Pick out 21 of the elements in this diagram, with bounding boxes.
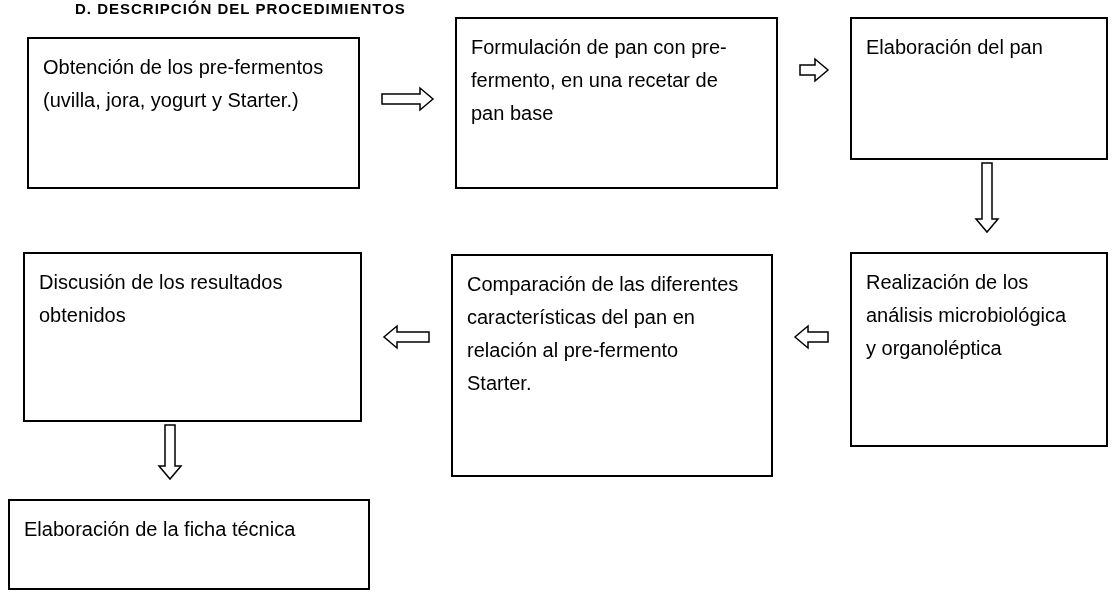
process-box xyxy=(23,252,362,422)
arrow xyxy=(157,424,183,481)
step-text: Elaboración del pan xyxy=(866,35,1044,60)
step-text: Discusión de los resultados obtenidos xyxy=(39,270,284,328)
step-text: Obtención de los pre-fermentos (uvilla, jora, yogurt y Starter.) xyxy=(43,55,325,113)
process-box xyxy=(850,252,1108,447)
process-box xyxy=(8,499,370,590)
step-text: Realización de los análisis microbiológica y organoléptica xyxy=(866,270,1068,361)
step-text: Formulación de pan con pre-fermento, en una recetar de pan base xyxy=(471,35,728,126)
arrow xyxy=(799,57,830,83)
process-box xyxy=(451,254,773,477)
heading: D. DESCRIPCIÓN DEL PROCEDIMIENTOS xyxy=(75,0,406,17)
step-text: Elaboración de la ficha técnica xyxy=(24,517,297,542)
process-box xyxy=(455,17,778,189)
arrow xyxy=(793,324,829,350)
process-box xyxy=(850,17,1108,160)
process-box xyxy=(27,37,360,189)
arrow xyxy=(382,324,430,350)
arrow xyxy=(974,162,1000,234)
arrow xyxy=(381,86,435,112)
step-text: Comparación de las diferentes características del pan en relación al pre-fermento Starter. xyxy=(467,272,740,396)
